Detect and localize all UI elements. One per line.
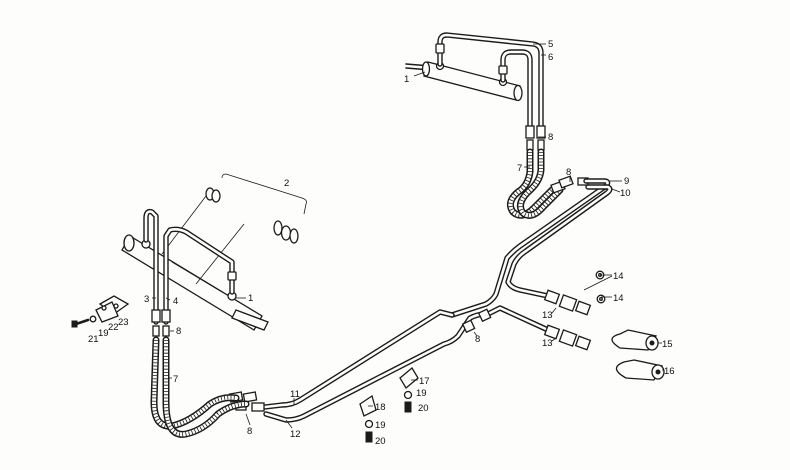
callout-7-lower: 7: [173, 374, 178, 385]
pipe-3-4: [143, 208, 237, 325]
fittings-8-right: [550, 175, 589, 194]
callout-8-upper: 8: [548, 132, 553, 143]
callout-19-bracket: 19: [98, 328, 109, 339]
callout-19-left: 19: [375, 420, 386, 431]
callout-5: 5: [548, 39, 553, 50]
clamps-group: [359, 367, 419, 443]
callout-9: 9: [624, 176, 629, 187]
callout-13-top: 13: [542, 310, 553, 321]
hoses-7-lower: [150, 336, 250, 438]
pipe-5-6: [435, 32, 544, 129]
bracket-22-23: [71, 295, 130, 328]
fittings-8-upper: [525, 125, 546, 151]
callout-8-lower: 8: [176, 326, 181, 337]
callout-20-right: 20: [418, 403, 429, 414]
callout-19-right: 19: [416, 388, 427, 399]
callout-22: 22: [108, 322, 119, 333]
callout-14-bottom: 14: [613, 293, 624, 304]
callout-11: 11: [290, 389, 300, 400]
callout-20-left: 20: [375, 436, 386, 447]
callout-4: 4: [173, 296, 178, 307]
callout-8-center: 8: [475, 334, 480, 345]
leader-lines: [152, 43, 664, 429]
callout-14-top: 14: [613, 271, 624, 282]
callout-12: 12: [290, 429, 301, 440]
callout-1-upper: 1: [404, 74, 409, 85]
callout-labels: 1 5 6 8 7 8 9 10 2 1 3 4 8 7 21 19 22 23…: [88, 39, 675, 447]
callout-21: 21: [88, 334, 99, 345]
callout-17: 17: [419, 376, 430, 387]
callout-6: 6: [548, 52, 553, 63]
callout-2: 2: [284, 178, 289, 189]
hoses-7-upper: [506, 148, 564, 219]
callout-18: 18: [375, 402, 386, 413]
main-pipes: [262, 178, 613, 423]
callout-1-lower: 1: [248, 293, 253, 304]
seal-kit: [161, 173, 307, 285]
callout-16: 16: [664, 366, 675, 377]
callout-13-bottom: 13: [542, 338, 553, 349]
callout-8-right: 8: [566, 167, 571, 178]
callout-10: 10: [620, 188, 631, 199]
callout-8-bottom: 8: [247, 426, 252, 437]
callout-15: 15: [662, 339, 673, 350]
callout-7-upper: 7: [517, 163, 522, 174]
lower-cylinder: [121, 234, 269, 331]
callout-23: 23: [118, 317, 129, 328]
callout-3: 3: [144, 294, 149, 305]
valve-group: [543, 270, 665, 381]
